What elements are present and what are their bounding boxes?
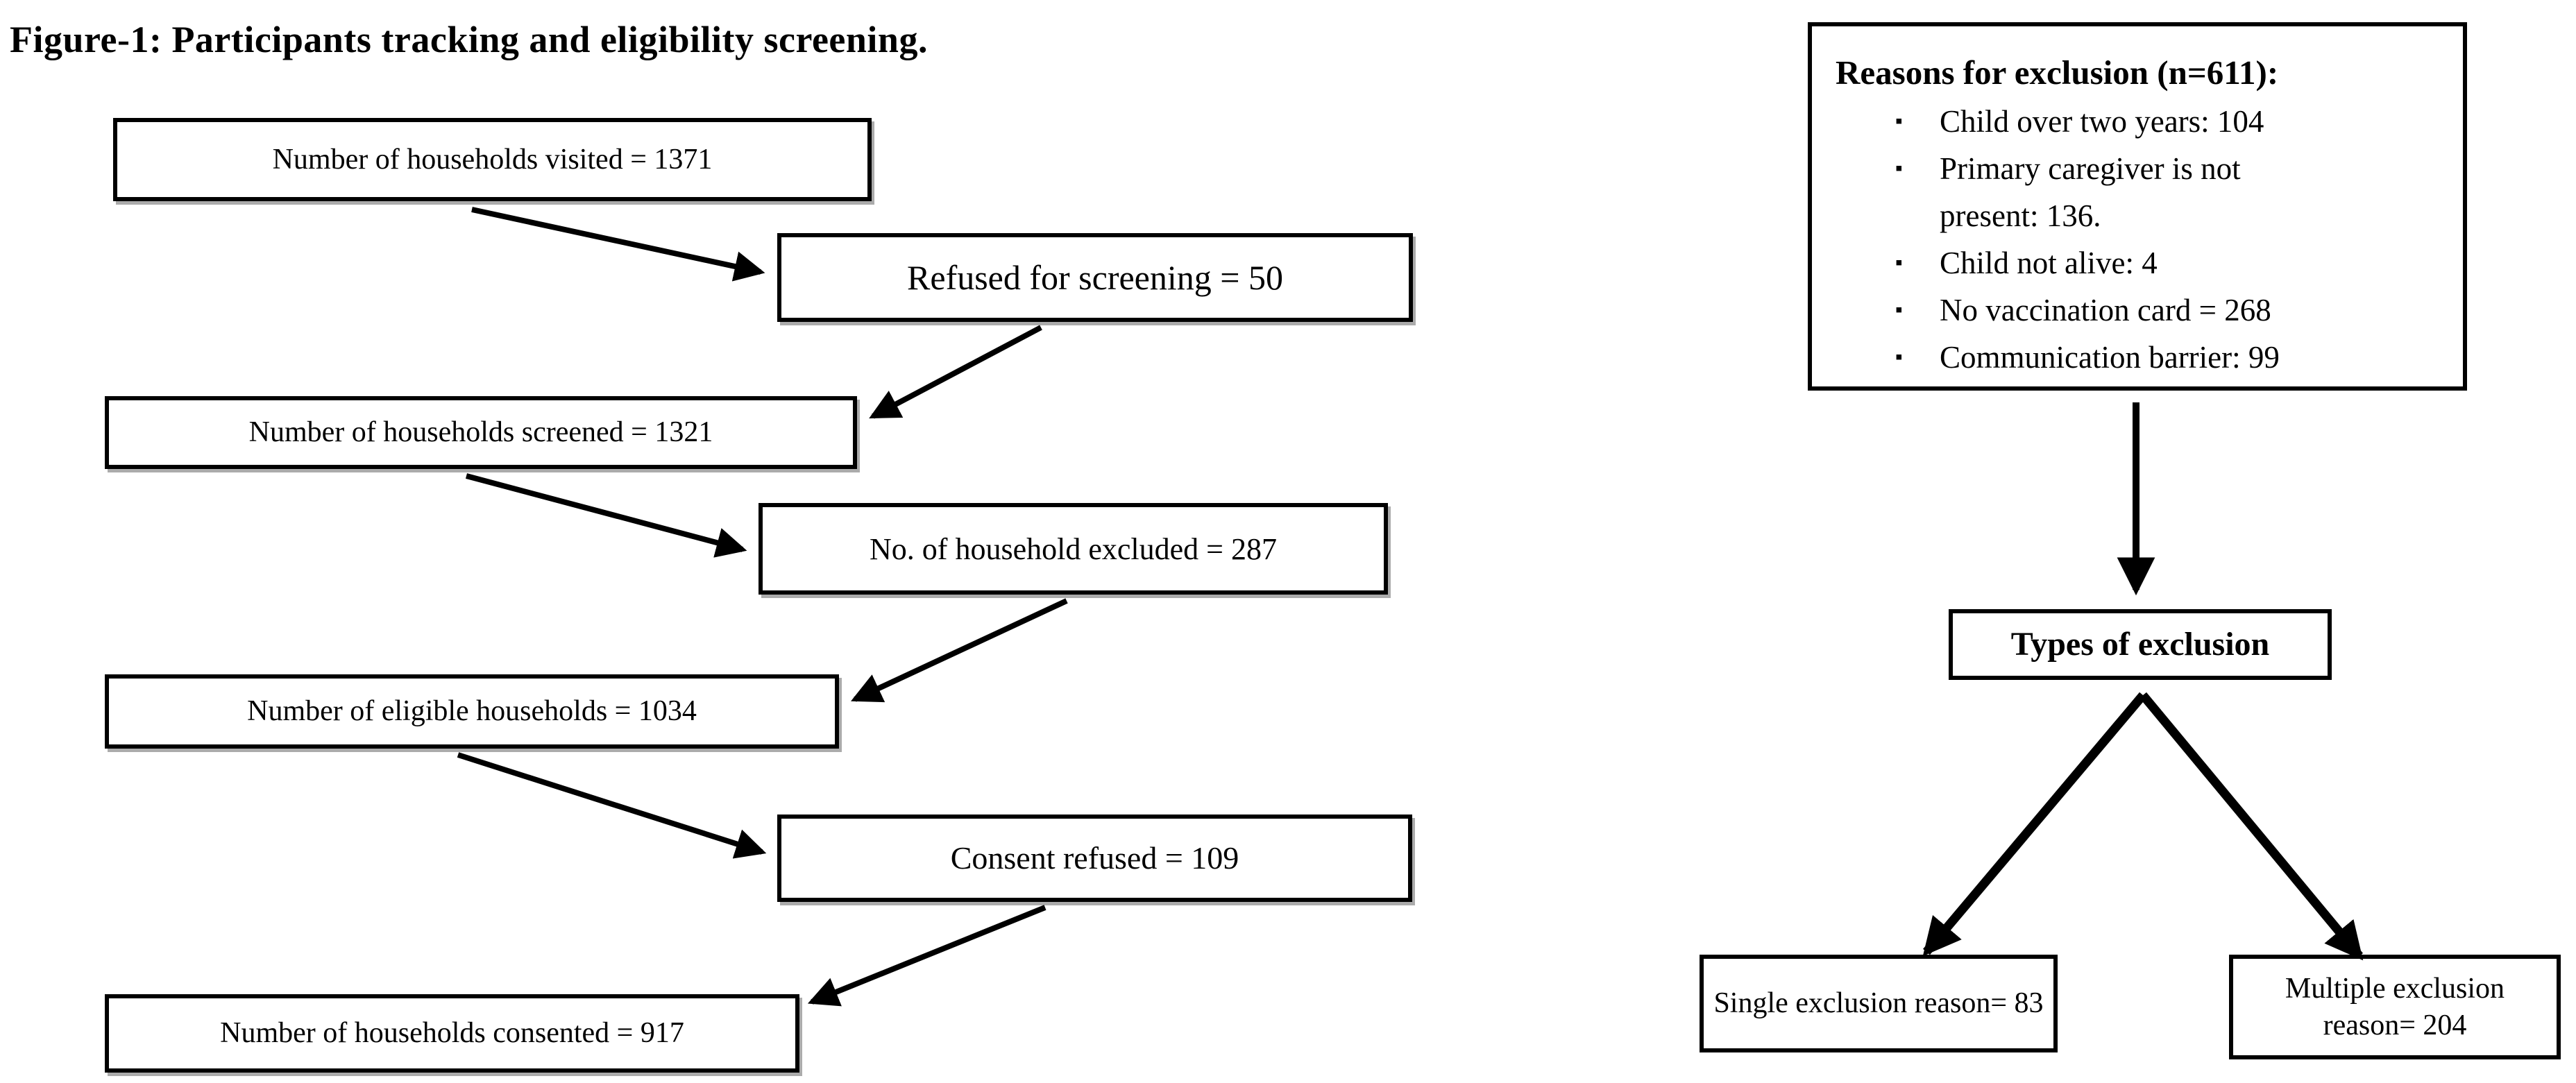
box-consent-refused-label: Consent refused = 109 — [950, 840, 1239, 876]
arrow-consent-refused-to-consented — [807, 905, 1046, 1007]
box-households-screened: Number of households screened = 1321 — [105, 396, 857, 469]
box-consent-refused: Consent refused = 109 — [777, 815, 1412, 902]
reason-child-over-two: Child over two years: 104 — [1940, 104, 2264, 139]
reason-child-not-alive: Child not alive: 4 — [1940, 246, 2158, 281]
list-item: ▪ Child over two years: 104 — [1895, 98, 2435, 145]
reason-communication-barrier: Communication barrier: 99 — [1940, 340, 2280, 375]
reasons-for-exclusion-title: Reasons for exclusion (n=611): — [1836, 53, 2279, 92]
list-item: ▪ Child not alive: 4 — [1895, 239, 2435, 287]
reasons-list: ▪ Child over two years: 104 ▪ Primary ca… — [1836, 98, 2435, 381]
box-reasons-for-exclusion: Reasons for exclusion (n=611): ▪ Child o… — [1808, 22, 2467, 391]
box-household-excluded-label: No. of household excluded = 287 — [870, 531, 1277, 566]
arrow-screened-to-excluded — [465, 473, 747, 558]
arrow-types-to-single — [1922, 692, 2146, 957]
arrow-types-to-multiple — [2139, 692, 2364, 961]
box-single-exclusion-label: Single exclusion reason= 83 — [1713, 987, 2044, 1020]
box-eligible-households: Number of eligible households = 1034 — [105, 674, 839, 749]
arrow-eligible-to-consent-refused — [457, 752, 767, 859]
bullet-icon: ▪ — [1895, 298, 1903, 322]
bullet-icon: ▪ — [1895, 157, 1903, 180]
bullet-icon: ▪ — [1895, 346, 1903, 369]
reason-no-vaccination-card: No vaccination card = 268 — [1940, 293, 2271, 328]
arrow-visited-to-refused — [471, 207, 765, 282]
box-refused-for-screening: Refused for screening = 50 — [777, 233, 1413, 322]
arrow-excluded-to-eligible — [851, 598, 1068, 703]
bullet-icon: ▪ — [1895, 251, 1903, 275]
box-eligible-households-label: Number of eligible households = 1034 — [247, 695, 697, 728]
box-types-of-exclusion-label: Types of exclusion — [2010, 626, 2270, 663]
bullet-icon: ▪ — [1895, 110, 1903, 133]
box-households-consented-label: Number of households consented = 917 — [220, 1017, 684, 1050]
box-multiple-exclusion-label: Multiple exclusion reason= 204 — [2285, 973, 2505, 1041]
box-households-screened-label: Number of households screened = 1321 — [248, 416, 713, 449]
box-types-of-exclusion: Types of exclusion — [1949, 609, 2332, 680]
arrow-refused-to-screened — [869, 325, 1042, 419]
box-households-visited-label: Number of households visited = 1371 — [272, 143, 713, 176]
box-households-visited: Number of households visited = 1371 — [113, 118, 872, 201]
box-single-exclusion-reason: Single exclusion reason= 83 — [1700, 955, 2058, 1052]
figure-title: Figure-1: Participants tracking and elig… — [10, 19, 928, 60]
list-item: ▪ Communication barrier: 99 — [1895, 334, 2435, 381]
box-household-excluded: No. of household excluded = 287 — [759, 503, 1388, 595]
box-refused-for-screening-label: Refused for screening = 50 — [907, 257, 1283, 297]
box-multiple-exclusion-reason: Multiple exclusion reason= 204 — [2229, 955, 2561, 1059]
reason-caregiver-not-present: Primary caregiver is not present: 136. — [1940, 151, 2241, 234]
box-households-consented: Number of households consented = 917 — [105, 994, 799, 1073]
list-item: ▪ No vaccination card = 268 — [1895, 287, 2435, 334]
list-item: ▪ Primary caregiver is not present: 136. — [1895, 145, 2435, 239]
